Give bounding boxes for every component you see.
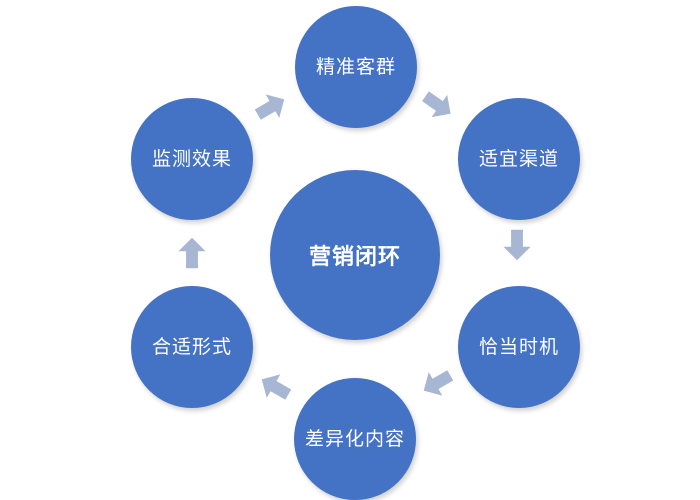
center-node-label: 营销闭环 bbox=[308, 245, 401, 270]
arrow-up-icon bbox=[178, 237, 206, 269]
node-label: 恰当时机 bbox=[478, 336, 559, 358]
node-precise-customers: 精准客群 bbox=[295, 6, 417, 128]
node-right-timing: 恰当时机 bbox=[458, 286, 580, 408]
arrow-right-down-icon bbox=[422, 91, 451, 118]
center-node: 营销闭环 bbox=[270, 170, 440, 340]
node-monitor-effect: 监测效果 bbox=[131, 98, 253, 220]
arrow-down-icon bbox=[503, 229, 531, 261]
node-suitable-channels: 适宜渠道 bbox=[458, 98, 580, 220]
arrow-left-up-icon bbox=[261, 374, 292, 400]
arrow-right-up-icon bbox=[254, 94, 285, 120]
node-suitable-format: 合适形式 bbox=[131, 286, 253, 408]
node-label: 差异化内容 bbox=[304, 428, 405, 450]
node-label: 监测效果 bbox=[151, 148, 232, 170]
node-label: 合适形式 bbox=[151, 336, 232, 358]
node-label: 精准客群 bbox=[315, 56, 396, 78]
node-differentiated-content: 差异化内容 bbox=[294, 378, 416, 500]
arrow-left-down-icon bbox=[423, 370, 454, 396]
node-label: 适宜渠道 bbox=[478, 148, 559, 170]
